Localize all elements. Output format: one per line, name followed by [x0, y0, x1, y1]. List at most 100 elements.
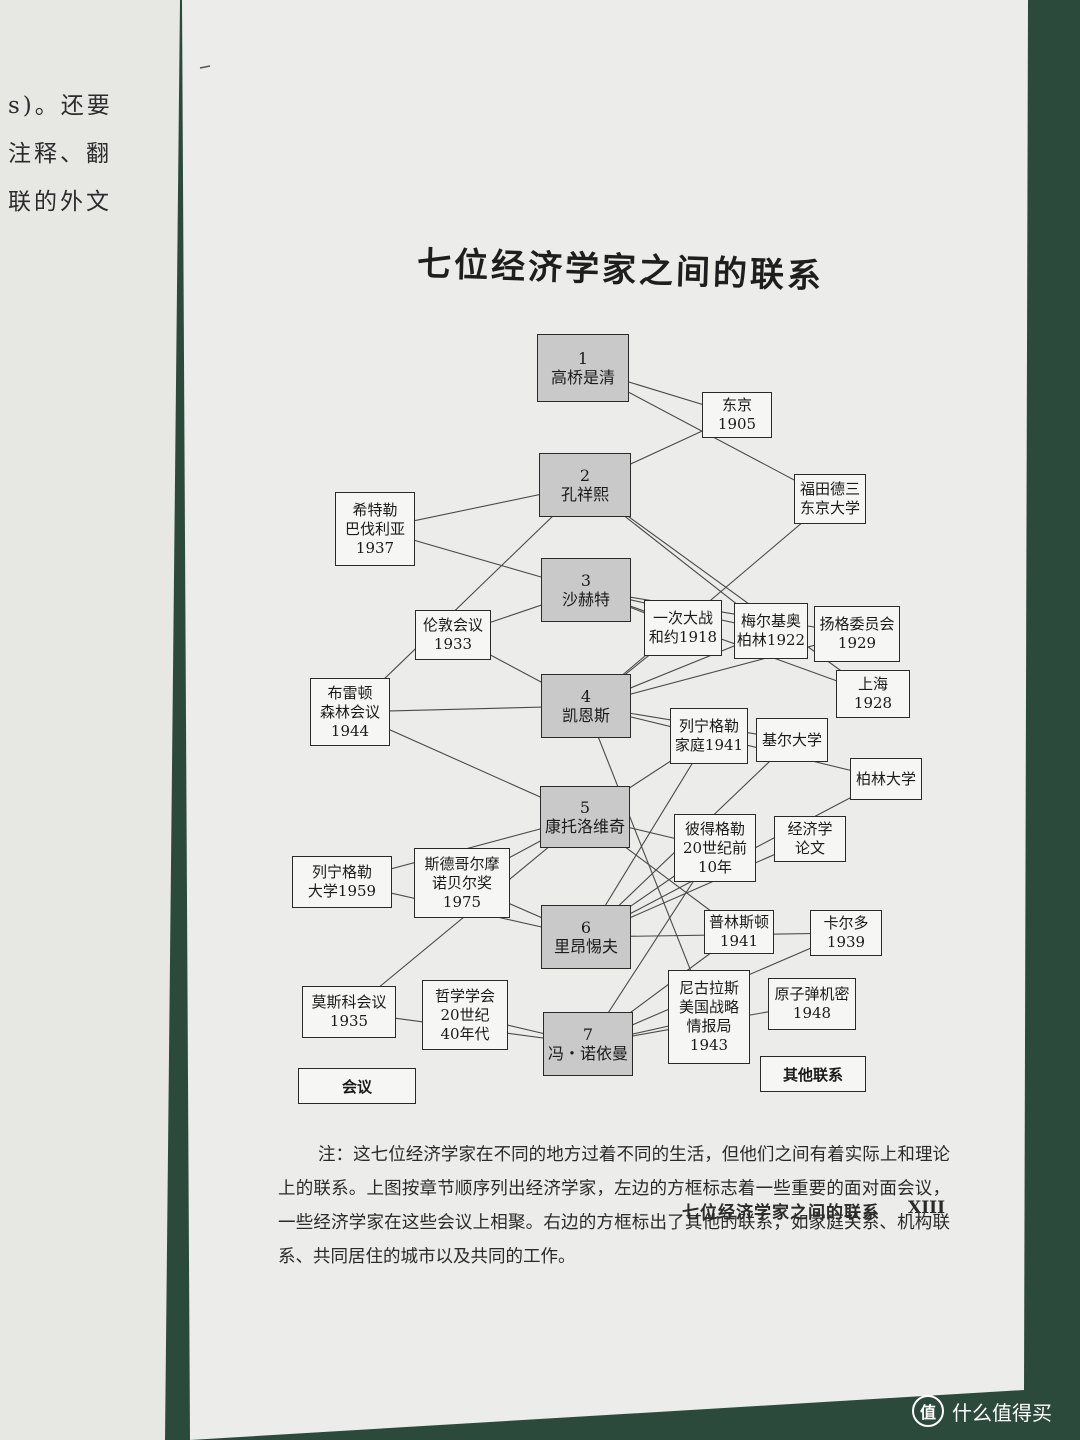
node-label-line: 希特勒	[352, 500, 398, 519]
node-label-line: 美国战略	[678, 998, 739, 1016]
node-label-line: 森林会议	[319, 702, 380, 721]
connection-line	[585, 589, 874, 695]
node-label-line: 里昂惕夫	[553, 937, 618, 956]
node-label-line: 1941	[719, 932, 759, 950]
node-label-line: 1	[577, 349, 589, 368]
node-label-line: 列宁格勒	[678, 717, 739, 735]
node-label-line: 1905	[717, 415, 757, 433]
node-label-line: 原子弹机密	[774, 985, 850, 1003]
page-number: XIII	[908, 1198, 946, 1218]
node-label-line: 斯德哥尔摩	[424, 854, 500, 873]
node-label-line: 5	[579, 798, 591, 817]
node-label-line: 和约1918	[648, 628, 718, 646]
other-connection-node-berlinu: 柏林大学	[850, 758, 922, 800]
node-label-line: 1929	[837, 634, 877, 652]
node-label-line: 东京	[721, 396, 752, 414]
connection-line	[585, 735, 710, 938]
node-label-line: 大学1959	[307, 882, 377, 900]
node-label-line: 列宁格勒	[311, 863, 372, 881]
node-label-line: 经济学	[787, 820, 833, 838]
other-connection-node-ww1: 一次大战和约1918	[644, 600, 722, 656]
left-page	[0, 0, 180, 1440]
connection-line	[585, 705, 710, 1018]
node-label-line: 20世纪	[440, 1005, 490, 1024]
node-label-line: 康托洛维奇	[544, 817, 625, 836]
node-label-line: 1948	[792, 1004, 832, 1022]
legend-other-connections: 其他联系	[760, 1056, 866, 1092]
node-label-line: 3	[580, 571, 592, 590]
node-label-line: 家庭1941	[674, 736, 744, 754]
watermark-text: 什么值得买	[952, 1400, 1052, 1425]
node-label-line: 上海	[857, 675, 888, 693]
connection-line	[349, 484, 586, 713]
meeting-node-leningrad: 列宁格勒大学1959	[292, 856, 392, 908]
node-label-line: 梅尔基奥	[740, 612, 801, 630]
node-label-line: 情报局	[686, 1017, 732, 1035]
node-label-line: 基尔大学	[761, 730, 822, 749]
node-label-line: 东京大学	[799, 499, 860, 517]
node-label-line: 柏林大学	[855, 769, 916, 788]
node-label-line: 尼古拉斯	[678, 979, 739, 997]
node-label-line: 1975	[442, 892, 482, 911]
node-label-line: 1944	[330, 721, 370, 740]
other-connection-node-thesis: 经济学论文	[774, 816, 846, 862]
node-label-line: 一次大战	[652, 609, 713, 627]
node-label-line: 高桥是清	[550, 368, 615, 387]
node-label-line: 普林斯顿	[708, 913, 769, 931]
node-label-line: 40年代	[440, 1024, 490, 1043]
other-connection-node-kiel: 基尔大学	[756, 718, 828, 762]
node-label-line: 彼得格勒	[684, 819, 745, 838]
node-label-line: 1933	[433, 635, 473, 653]
connection-line	[585, 633, 858, 707]
node-label-line: 论文	[794, 839, 825, 857]
node-label-line: 伦敦会议	[422, 616, 483, 634]
node-label-line: 1928	[853, 694, 893, 712]
node-label-line: 1939	[826, 933, 866, 951]
node-label-line: 柏林1922	[736, 631, 806, 649]
node-label-line: 福田德三	[799, 480, 860, 498]
node-label-line: 20世纪前	[682, 838, 748, 857]
diagram-note: 注：这七位经济学家在不同的地方过着不同的生活，但他们之间有着实际上和理论上的联系…	[278, 1145, 950, 1267]
node-label-line: 卡尔多	[823, 914, 869, 932]
node-label-line: 扬格委员会	[819, 615, 895, 633]
node-label-line: 6	[580, 918, 592, 937]
other-connection-node-lenfam: 列宁格勒家庭1941	[670, 708, 748, 764]
node-label-line: 7	[582, 1025, 594, 1044]
page-mark	[199, 65, 211, 69]
node-label-line: 凯恩斯	[561, 706, 610, 725]
node-label-line: 诺贝尔奖	[431, 873, 492, 892]
node-label-line: 哲学学会	[434, 986, 495, 1005]
node-label-line: 1937	[355, 538, 395, 557]
node-label-line: 孔祥熙	[560, 485, 609, 504]
left-page-line-1: s)。还要	[8, 93, 113, 119]
watermark: 值 什么值得买	[912, 1395, 1052, 1427]
node-label-line: 2	[579, 466, 591, 485]
node-label-line: 沙赫特	[561, 590, 610, 609]
node-label-line: 莫斯科会议	[311, 993, 387, 1011]
node-label-line: 10年	[697, 857, 733, 876]
node-label-line: 冯・诺依曼	[547, 1044, 628, 1063]
node-label-line: 1943	[689, 1036, 729, 1054]
other-connection-node-fukuda: 福田德三东京大学	[794, 474, 866, 524]
node-label-line: 巴伐利亚	[344, 519, 405, 538]
